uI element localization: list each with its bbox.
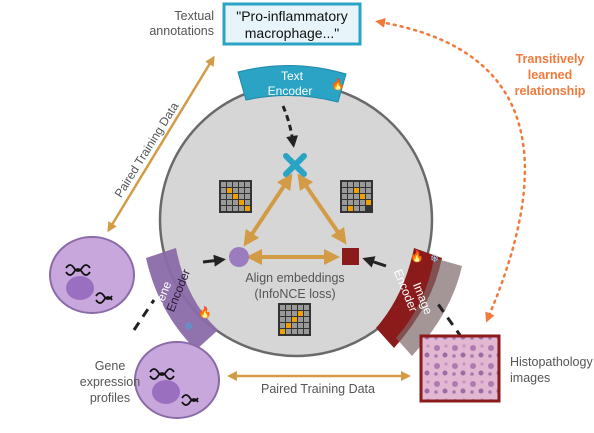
histopathology-label-1: Histopathology (510, 355, 593, 369)
histopathology-label-2: images (510, 371, 550, 385)
gene-expression-label-1: Gene (95, 359, 126, 373)
fire-icon: 🔥 (198, 306, 212, 319)
cell-illustration-bottom (135, 342, 219, 418)
gene-embedding-circle-icon (229, 247, 249, 267)
text-encoder: Text Encoder 🔥 (238, 65, 346, 102)
transitive-label-3: relationship (515, 84, 586, 98)
similarity-matrix-icon-right (340, 180, 373, 213)
fire-icon: 🔥 (331, 78, 345, 91)
image-data-connector (438, 304, 462, 338)
histopathology-image (421, 336, 499, 401)
text-encoder-label-1: Text (281, 69, 304, 83)
textual-annotations-label-1: Textual (174, 9, 214, 23)
gene-expression-label-2: expression (80, 375, 140, 389)
textual-annotations-label-2: annotations (149, 24, 214, 38)
text-quote-line2: macrophage..." (245, 25, 339, 41)
similarity-matrix-icon-left (219, 180, 252, 213)
similarity-matrix-icon-bottom (278, 303, 311, 336)
transitive-label-2: learned (528, 68, 572, 82)
image-embedding-square-icon (342, 248, 359, 265)
text-encoder-label-2: Encoder (268, 84, 313, 98)
fire-icon: 🔥 (410, 250, 424, 263)
align-embeddings-label-1: Align embeddings (245, 271, 344, 285)
gene-expression-label-3: profiles (90, 391, 130, 405)
transitive-label-1: Transitively (516, 52, 585, 66)
snowflake-icon: ❄ (184, 321, 193, 333)
text-quote-line1: "Pro-inflammatory (236, 8, 348, 24)
paired-training-label-bottom: Paired Training Data (261, 382, 375, 396)
align-embeddings-label-2: (InfoNCE loss) (254, 287, 335, 301)
gene-encoder-connector (203, 260, 220, 262)
cell-illustration-top (50, 237, 134, 313)
snowflake-icon: ❄ (430, 253, 439, 265)
text-annotation-box: "Pro-inflammatory macrophage..." (224, 4, 360, 44)
